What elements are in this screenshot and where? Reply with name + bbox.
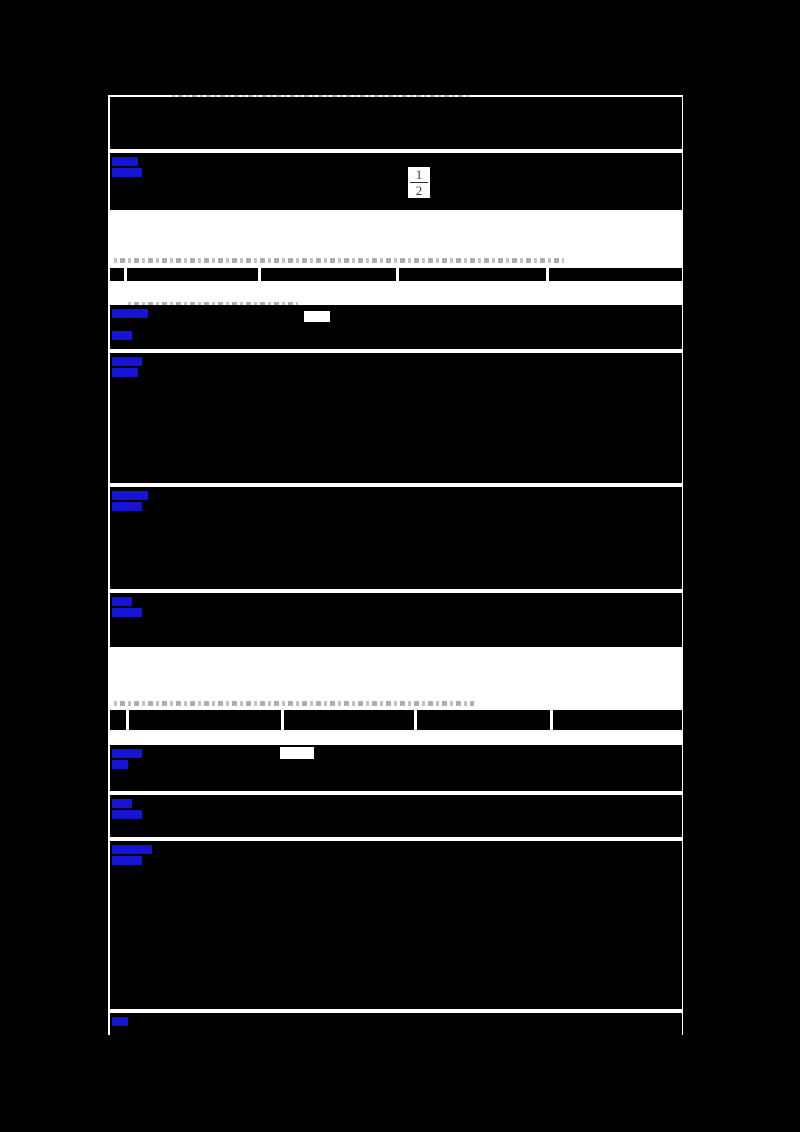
header-field-key	[398, 710, 414, 730]
row-label-cell[interactable]	[110, 153, 152, 210]
row-body-cell[interactable]	[152, 353, 682, 483]
header-field[interactable]	[383, 261, 533, 287]
header-field-value	[261, 267, 383, 281]
redacted-link-text[interactable]	[112, 502, 142, 511]
row-divider	[110, 349, 682, 353]
header-field-key	[536, 710, 550, 730]
header-field-key	[246, 267, 258, 281]
header-field-value	[549, 267, 682, 281]
header-field-key	[110, 267, 124, 281]
row-label-cell[interactable]	[110, 795, 152, 837]
row-body-cell[interactable]	[152, 593, 682, 647]
page-title: Redacted document page	[0, 0, 1, 1]
inline-fraction: 1 2	[408, 167, 430, 198]
header-field-key	[110, 710, 126, 730]
table-row[interactable]	[110, 841, 682, 1009]
table-row[interactable]	[110, 593, 682, 647]
row-label-cell[interactable]	[110, 841, 152, 1009]
row-label-cell[interactable]	[110, 353, 152, 483]
bottom-header-strip	[110, 701, 682, 735]
redacted-link-text[interactable]	[112, 799, 132, 808]
row-divider	[110, 589, 682, 593]
redacted-link-text[interactable]	[112, 608, 142, 617]
redacted-link-text[interactable]	[112, 368, 138, 377]
redacted-link-text[interactable]	[112, 157, 138, 166]
row-body-cell[interactable]	[152, 487, 682, 589]
row-body-cell[interactable]	[152, 745, 682, 791]
table-row[interactable]	[110, 305, 682, 349]
table-row[interactable]	[110, 795, 682, 837]
header-field-value	[417, 710, 536, 730]
fraction-denominator: 2	[415, 183, 423, 198]
header-field-value	[399, 267, 533, 281]
unredacted-gap	[280, 747, 314, 759]
top-table: 1 2	[110, 95, 682, 211]
row-label-cell[interactable]	[110, 487, 152, 589]
redacted-link-text[interactable]	[112, 309, 148, 318]
header-field[interactable]	[110, 261, 246, 287]
middle-table	[110, 302, 682, 647]
row-divider	[110, 149, 682, 153]
redacted-link-text[interactable]	[112, 357, 142, 366]
row-label-cell[interactable]	[110, 1013, 152, 1039]
glyph-residue	[114, 701, 474, 706]
redacted-link-text[interactable]	[112, 845, 152, 854]
redacted-link-text[interactable]	[112, 810, 142, 819]
row-divider	[110, 837, 682, 841]
row-body-cell[interactable]	[152, 795, 682, 837]
header-field-value	[284, 710, 398, 730]
table-row[interactable]	[110, 1013, 682, 1039]
middle-header-strip	[110, 258, 682, 287]
fraction-bar	[410, 182, 428, 183]
row-body-cell[interactable]	[152, 305, 682, 349]
table-row[interactable]	[110, 353, 682, 483]
row-label-cell[interactable]	[110, 593, 152, 647]
row-body-cell[interactable]	[152, 97, 682, 149]
header-field-key	[383, 267, 396, 281]
header-field[interactable]	[265, 705, 398, 735]
redacted-link-text[interactable]	[112, 331, 132, 340]
glyph-residue	[114, 258, 564, 263]
redacted-link-text[interactable]	[112, 1017, 128, 1026]
row-label-cell[interactable]	[110, 97, 152, 149]
row-body-cell[interactable]	[152, 841, 682, 1009]
header-field-value	[127, 267, 246, 281]
glyph-residue	[128, 302, 298, 307]
row-divider	[110, 1009, 682, 1013]
bottom-table	[110, 745, 682, 1039]
row-divider	[110, 483, 682, 487]
row-body-cell[interactable]: 1 2	[152, 153, 682, 210]
table-row[interactable]	[110, 745, 682, 791]
redacted-link-text[interactable]	[112, 760, 128, 769]
header-field[interactable]	[533, 261, 682, 287]
row-divider	[110, 791, 682, 795]
header-field-key	[265, 710, 281, 730]
row-body-cell[interactable]	[152, 1013, 682, 1039]
header-field[interactable]	[398, 705, 536, 735]
unredacted-gap	[304, 311, 330, 322]
redacted-link-text[interactable]	[112, 749, 142, 758]
header-field[interactable]	[246, 261, 383, 287]
row-label-cell[interactable]	[110, 305, 152, 349]
redacted-link-text[interactable]	[112, 168, 142, 177]
table-row[interactable]	[110, 97, 682, 149]
redacted-link-text[interactable]	[112, 491, 148, 500]
table-row[interactable]: 1 2	[110, 153, 682, 210]
row-label-cell[interactable]	[110, 745, 152, 791]
header-field-key	[533, 267, 546, 281]
header-field-value	[553, 710, 682, 730]
table-row[interactable]	[110, 487, 682, 589]
header-field-value	[129, 710, 265, 730]
header-field[interactable]	[536, 705, 682, 735]
redacted-link-text[interactable]	[112, 597, 132, 606]
header-field[interactable]	[110, 705, 265, 735]
fraction-numerator: 1	[415, 167, 423, 182]
redacted-link-text[interactable]	[112, 856, 142, 865]
